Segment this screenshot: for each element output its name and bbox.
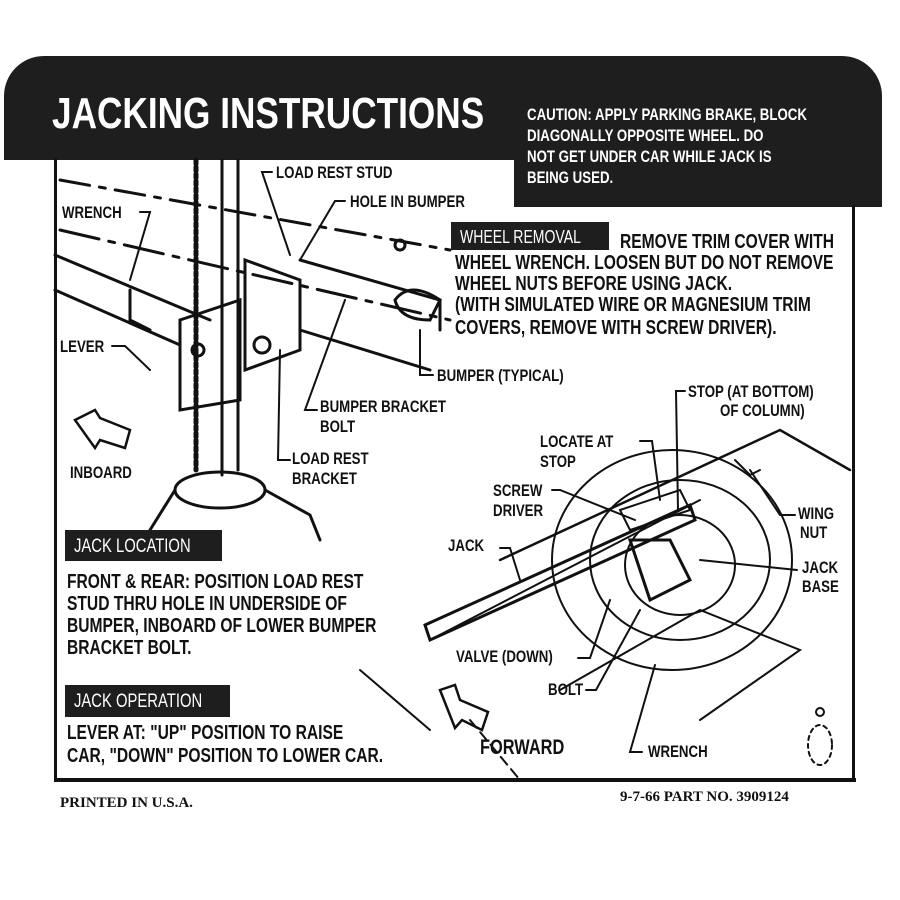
label-screw-driver-2: DRIVER	[493, 501, 544, 520]
spare-wheel-drawing	[359, 428, 852, 781]
wheel-removal-badge	[451, 222, 609, 250]
jack-column-drawing	[148, 157, 322, 542]
label-frame	[54, 158, 856, 782]
label-jack: JACK	[448, 536, 485, 555]
label-locate-at-stop-2: STOP	[540, 452, 576, 471]
label-load-rest-bracket: LOAD REST	[292, 449, 369, 468]
label-stop-at-bottom-2: OF COLUMN)	[720, 401, 805, 420]
label-jack-base-2: BASE	[802, 577, 839, 596]
label-bumper-bracket-bolt: BUMPER BRACKET	[320, 397, 446, 416]
label-wrench-bottom: WRENCH	[648, 742, 708, 761]
label-valve-down: VALVE (DOWN)	[456, 647, 553, 666]
label-wrench-top: WRENCH	[62, 203, 122, 222]
label-bumper-typical: BUMPER (TYPICAL)	[437, 366, 564, 385]
inboard-arrow	[73, 408, 132, 451]
label-forward: FORWARD	[480, 736, 565, 759]
header-banner	[4, 56, 882, 160]
label-wing-nut: WING	[798, 504, 835, 523]
label-load-rest-bracket-2: BRACKET	[292, 469, 357, 488]
label-lever: LEVER	[60, 337, 105, 356]
leader-lines	[111, 171, 434, 461]
jack-location-heading: JACK LOCATION	[74, 536, 191, 557]
bumper-drawing	[58, 178, 452, 372]
page-title: JACKING INSTRUCTIONS	[52, 89, 485, 138]
label-inboard: INBOARD	[70, 463, 132, 482]
leader-lines-right	[499, 390, 798, 753]
label-wing-nut-2: NUT	[800, 523, 828, 542]
label-hole-in-bumper: HOLE IN BUMPER	[350, 192, 465, 211]
label-bolt: BOLT	[548, 680, 584, 699]
forward-arrow	[438, 683, 490, 732]
jack-operation-badge	[65, 685, 230, 717]
label-screw-driver: SCREW	[493, 481, 543, 500]
wheel-removal-heading: WHEEL REMOVAL	[460, 227, 581, 247]
caution-banner	[514, 150, 882, 207]
jack-location-badge	[65, 530, 222, 561]
label-bumper-bracket-bolt-2: BOLT	[320, 417, 356, 436]
label-frame-right	[852, 205, 855, 782]
part-number: 9-7-66 PART NO. 3909124	[620, 789, 789, 805]
wrench-drawing	[53, 253, 212, 347]
label-locate-at-stop: LOCATE AT	[540, 432, 614, 451]
label-jack-base: JACK	[802, 558, 839, 577]
label-load-rest-stud: LOAD REST STUD	[276, 163, 393, 182]
printed-in-usa: PRINTED IN U.S.A.	[60, 795, 193, 811]
label-stop-at-bottom: STOP (AT BOTTOM)	[688, 382, 814, 401]
jack-operation-heading: JACK OPERATION	[74, 691, 203, 712]
